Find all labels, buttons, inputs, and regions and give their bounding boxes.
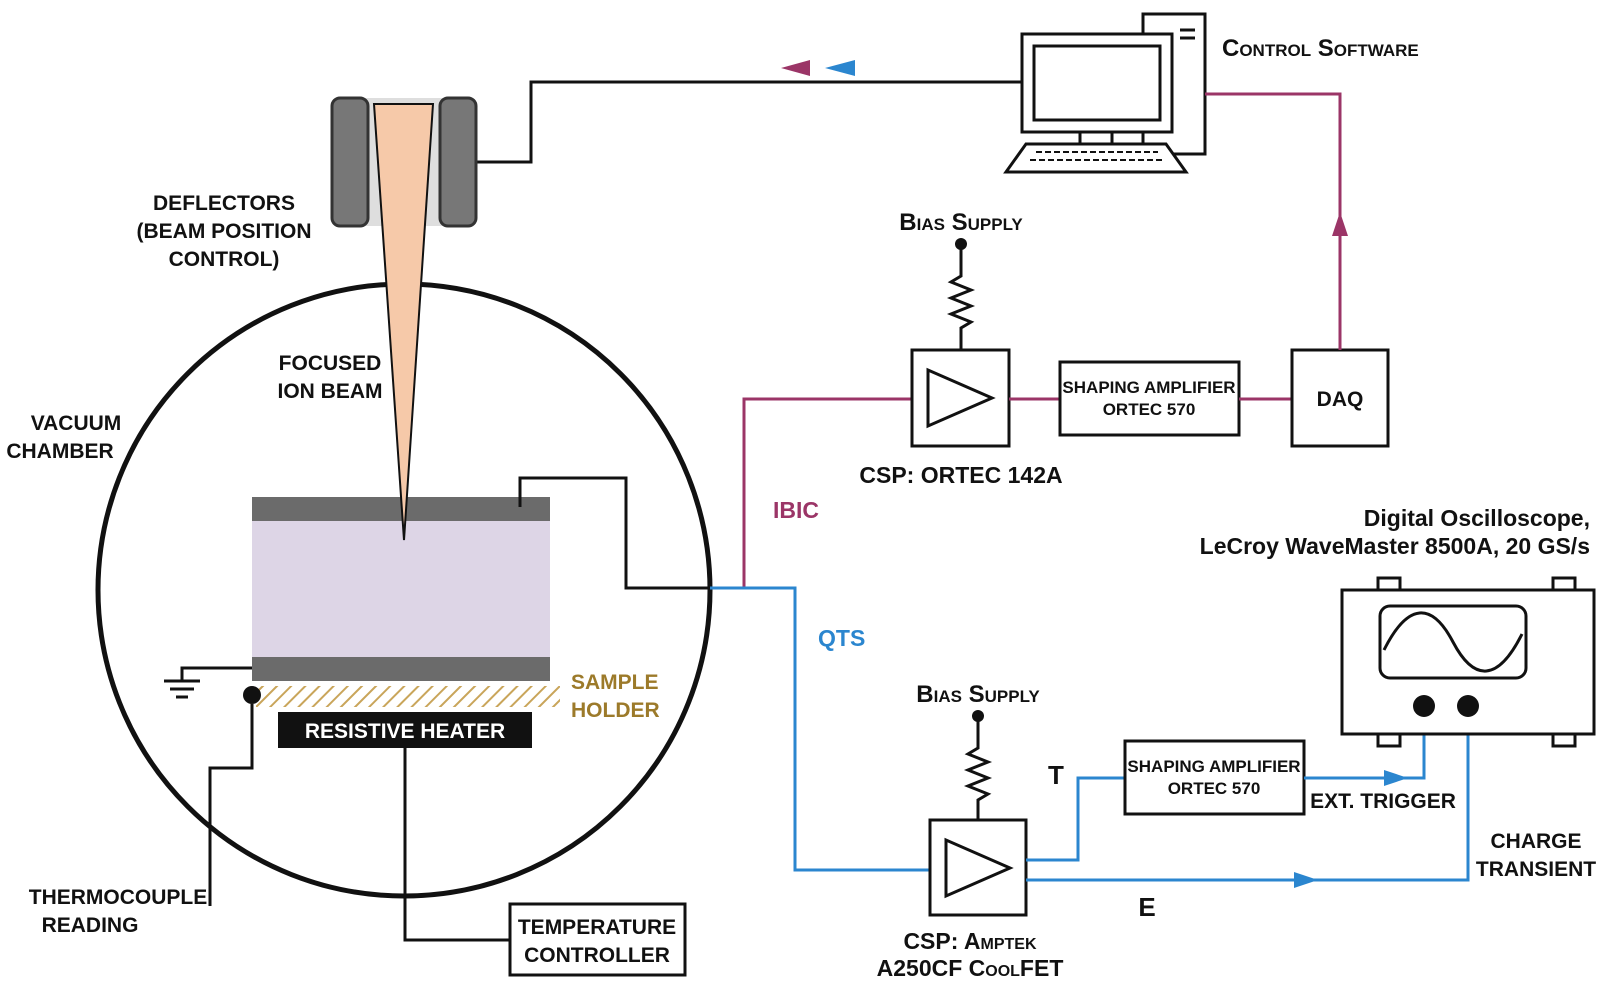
vacuum-chamber-label-2: CHAMBER [6,440,113,463]
shaping-amp-top-label-2: ORTEC 570 [1103,400,1196,419]
ibic-wire [710,397,912,590]
resistive-heater [278,712,532,748]
arrow-icon [825,60,855,76]
csp-bottom-label-2: A250CF CoolFET [877,955,1064,981]
deflectors-label-3: CONTROL) [169,248,280,271]
deflector-control-wire [476,80,1022,164]
shaping-amp-bottom-label-1: SHAPING AMPLIFIER [1127,757,1300,776]
shaping-amplifier-bottom [1123,739,1306,816]
charge-transient-label-2: TRANSIENT [1476,858,1596,881]
amplifier-icon [926,367,996,429]
temperature-controller-label-2: CONTROLLER [524,944,670,967]
shaping-amp-bottom-label-2: ORTEC 570 [1168,779,1261,798]
focused-ion-beam-label-2: ION BEAM [278,380,383,403]
control-software-label: Control Software [1222,35,1419,62]
csp-top-label: CSP: ORTEC 142A [859,462,1062,488]
daq-to-computer-wire [1205,92,1342,350]
oscilloscope-label-1: Digital Oscilloscope, [1364,505,1590,531]
resistor-icon [946,244,976,350]
daq-label: DAQ [1317,388,1364,411]
qts-wire [710,586,930,872]
oscilloscope-label-2: LeCroy WaveMaster 8500A, 20 GS/s [1200,533,1590,559]
focused-ion-beam [372,103,435,541]
arrow-icon [1294,872,1318,888]
arrow-icon [1384,770,1408,786]
vacuum-chamber-label-1: VACUUM [31,412,122,435]
bias-supply-bottom-label: Bias Supply [916,681,1040,708]
ground-icon [164,679,200,699]
resistive-heater-label: RESISTIVE HEATER [305,720,505,743]
csp-bottom-label-1: CSP: Amptek [903,928,1037,954]
ibic-label: IBIC [773,497,819,523]
bias-supply-top-label: Bias Supply [899,209,1023,236]
deflectors-label-1: DEFLECTORS [153,192,295,215]
t-label: T [1048,760,1064,790]
arrow-icon [781,60,810,76]
thermocouple-label-1: THERMOCOUPLE [29,886,208,909]
ext-trigger-label: EXT. TRIGGER [1310,790,1456,813]
shaping-amp-top-label-1: SHAPING AMPLIFIER [1062,378,1235,397]
focused-ion-beam-label-1: FOCUSED [279,352,382,375]
shaping-amplifier-top [1058,360,1241,437]
charge-transient-label-1: CHARGE [1490,830,1581,853]
sample-holder-label-2: HOLDER [571,699,660,722]
sample [252,497,550,681]
oscilloscope-icon [1340,576,1596,748]
deflectors-label-2: (BEAM POSITION [136,220,311,243]
sample-holder-label-1: SAMPLE [571,671,659,694]
computer-icon [1003,12,1207,174]
arrow-icon [1332,212,1348,236]
thermocouple-label-2: READING [42,914,139,937]
temperature-controller [508,902,687,977]
daq-box [1290,348,1390,448]
e-label: E [1138,892,1155,922]
sample-holder [256,686,560,707]
temperature-controller-label-1: TEMPERATURE [518,916,676,939]
qts-label: QTS [818,625,865,651]
resistor-icon [963,716,993,820]
thermocouple [243,686,261,704]
amplifier-icon [944,837,1014,899]
